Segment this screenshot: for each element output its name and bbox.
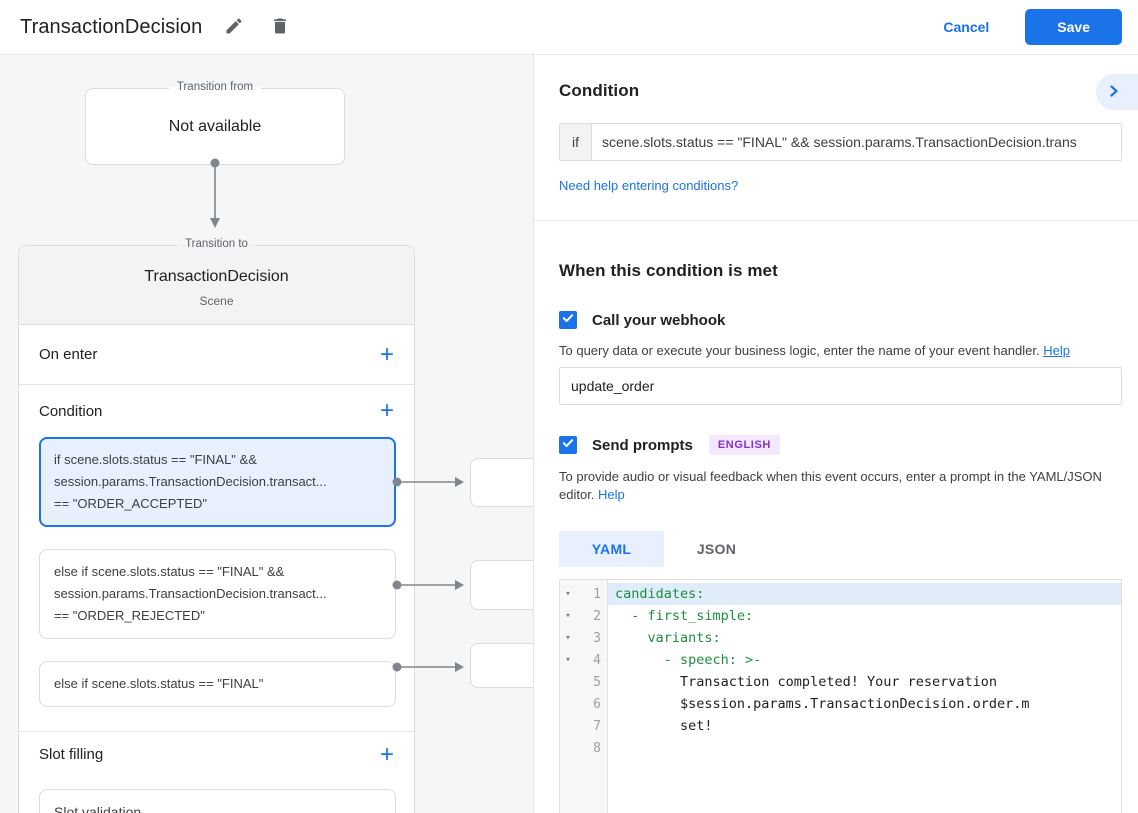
transition-target-box[interactable] xyxy=(470,458,533,507)
slot-validation-label: Slot validation xyxy=(54,804,142,813)
editor-format-tabs: YAML JSON xyxy=(559,531,1122,567)
edit-scene-button[interactable] xyxy=(220,12,248,43)
prompts-help-link[interactable]: Help xyxy=(598,487,625,502)
chevron-right-icon xyxy=(1108,84,1120,100)
prompts-check-row: Send prompts ENGLISH xyxy=(559,435,1122,455)
condition-text-line: session.params.TransactionDecision.trans… xyxy=(54,474,327,489)
transition-target-box[interactable] xyxy=(470,643,533,688)
condition-heading: Condition xyxy=(559,81,640,100)
line-number: 7 xyxy=(593,718,601,734)
condition-chip-order-rejected[interactable]: else if scene.slots.status == "FINAL" &&… xyxy=(39,549,396,639)
line-number: 1 xyxy=(593,586,601,602)
condition-text-line: == "ORDER_REJECTED" xyxy=(54,608,205,623)
fold-arrow-icon[interactable]: ▾ xyxy=(565,589,571,599)
condition-editor-panel: Condition if Need help entering conditio… xyxy=(533,55,1138,813)
webhook-description: To query data or execute your business l… xyxy=(559,342,1119,360)
condition-expression-input[interactable] xyxy=(592,124,1121,160)
condition-text-line: if scene.slots.status == "FINAL" && xyxy=(54,452,257,467)
line-number: 2 xyxy=(593,608,601,624)
transition-to-legend: Transition to xyxy=(177,238,256,250)
condition-row: Condition + xyxy=(19,385,414,437)
section-divider xyxy=(534,220,1138,221)
editor-code-area[interactable]: candidates: - first_simple: variants: - … xyxy=(608,580,1121,813)
add-condition-button[interactable]: + xyxy=(379,397,394,424)
scene-card-title: TransactionDecision xyxy=(144,268,289,285)
when-met-heading: When this condition is met xyxy=(559,261,778,280)
code-line: - speech: >- xyxy=(615,652,762,668)
fold-arrow-icon[interactable]: ▾ xyxy=(565,633,571,643)
code-line xyxy=(608,737,1121,759)
pencil-icon xyxy=(224,16,244,39)
cancel-button[interactable]: Cancel xyxy=(943,19,990,35)
tab-yaml[interactable]: YAML xyxy=(559,531,664,567)
scene-card: Transition to TransactionDecision Scene … xyxy=(18,238,415,813)
language-badge: ENGLISH xyxy=(708,435,780,455)
save-button[interactable]: Save xyxy=(1025,9,1122,45)
line-number: 6 xyxy=(593,696,601,712)
code-line: set! xyxy=(615,718,713,734)
scene-card-header[interactable]: TransactionDecision Scene xyxy=(19,246,414,325)
slot-validation-chip[interactable]: Slot validation xyxy=(39,789,396,813)
main-area: Transition from Not available Transition… xyxy=(0,55,1138,813)
scene-diagram: Transition from Not available Transition… xyxy=(0,55,533,813)
delete-scene-button[interactable] xyxy=(266,12,294,43)
condition-text-line: else if scene.slots.status == "FINAL" && xyxy=(54,564,285,579)
prompts-description: To provide audio or visual feedback when… xyxy=(559,468,1119,504)
code-line: $session.params.TransactionDecision.orde… xyxy=(615,696,1030,712)
fold-arrow-icon[interactable]: ▾ xyxy=(565,611,571,621)
yaml-code-editor[interactable]: ▾ 1 ▾ 2 ▾ 3 ▾ 4 5 6 7 8 candidates: - first_… xyxy=(559,579,1122,813)
tab-json[interactable]: JSON xyxy=(696,541,737,557)
slot-filling-label: Slot filling xyxy=(39,746,104,763)
add-slot-button[interactable]: + xyxy=(379,740,394,768)
transition-from-value: Not available xyxy=(168,117,262,135)
editor-gutter: ▾ 1 ▾ 2 ▾ 3 ▾ 4 5 6 7 8 xyxy=(560,580,608,813)
condition-expression-row: if xyxy=(559,123,1122,161)
check-icon xyxy=(562,436,574,454)
page-title: TransactionDecision xyxy=(20,15,203,38)
code-line: - first_simple: xyxy=(615,608,754,624)
send-prompts-label: Send prompts xyxy=(592,436,693,454)
line-number: 4 xyxy=(593,652,601,668)
code-line: candidates: xyxy=(608,583,1121,605)
line-number: 3 xyxy=(593,630,601,646)
add-on-enter-button[interactable]: + xyxy=(379,340,394,368)
scene-card-subtitle: Scene xyxy=(199,294,234,308)
condition-chip-final[interactable]: else if scene.slots.status == "FINAL" xyxy=(39,661,396,707)
on-enter-row: On enter + xyxy=(19,325,414,385)
condition-section-label: Condition xyxy=(39,402,103,420)
condition-text-line: session.params.TransactionDecision.trans… xyxy=(54,586,327,601)
webhook-label: Call your webhook xyxy=(592,311,726,329)
top-bar: TransactionDecision Cancel Save xyxy=(0,0,1138,55)
line-number: 8 xyxy=(593,740,601,756)
condition-help-link[interactable]: Need help entering conditions? xyxy=(559,178,739,193)
code-line: variants: xyxy=(615,630,721,646)
check-icon xyxy=(562,311,574,329)
webhook-check-row: Call your webhook xyxy=(559,311,1122,329)
condition-chip-order-accepted[interactable]: if scene.slots.status == "FINAL" && sess… xyxy=(39,437,396,527)
collapse-panel-button[interactable] xyxy=(1096,74,1138,110)
webhook-handler-input[interactable] xyxy=(559,367,1122,405)
transition-target-box[interactable] xyxy=(470,560,533,610)
transition-from-box[interactable]: Transition from Not available xyxy=(85,81,345,165)
code-line: Transaction completed! Your reservation xyxy=(615,674,998,690)
trash-icon xyxy=(270,16,290,39)
condition-text-line: else if scene.slots.status == "FINAL" xyxy=(54,676,264,691)
webhook-help-link[interactable]: Help xyxy=(1043,343,1070,358)
transition-from-legend: Transition from xyxy=(168,81,262,93)
if-prefix-label: if xyxy=(560,124,592,160)
webhook-description-text: To query data or execute your business l… xyxy=(559,343,1040,358)
slot-filling-row: Slot filling + xyxy=(19,731,414,777)
send-prompts-checkbox[interactable] xyxy=(559,436,577,454)
fold-arrow-icon[interactable]: ▾ xyxy=(565,655,571,665)
webhook-checkbox[interactable] xyxy=(559,311,577,329)
line-number: 5 xyxy=(593,674,601,690)
condition-text-line: == "ORDER_ACCEPTED" xyxy=(54,496,207,511)
on-enter-label: On enter xyxy=(39,346,98,363)
prompts-description-text: To provide audio or visual feedback when… xyxy=(559,469,1102,502)
